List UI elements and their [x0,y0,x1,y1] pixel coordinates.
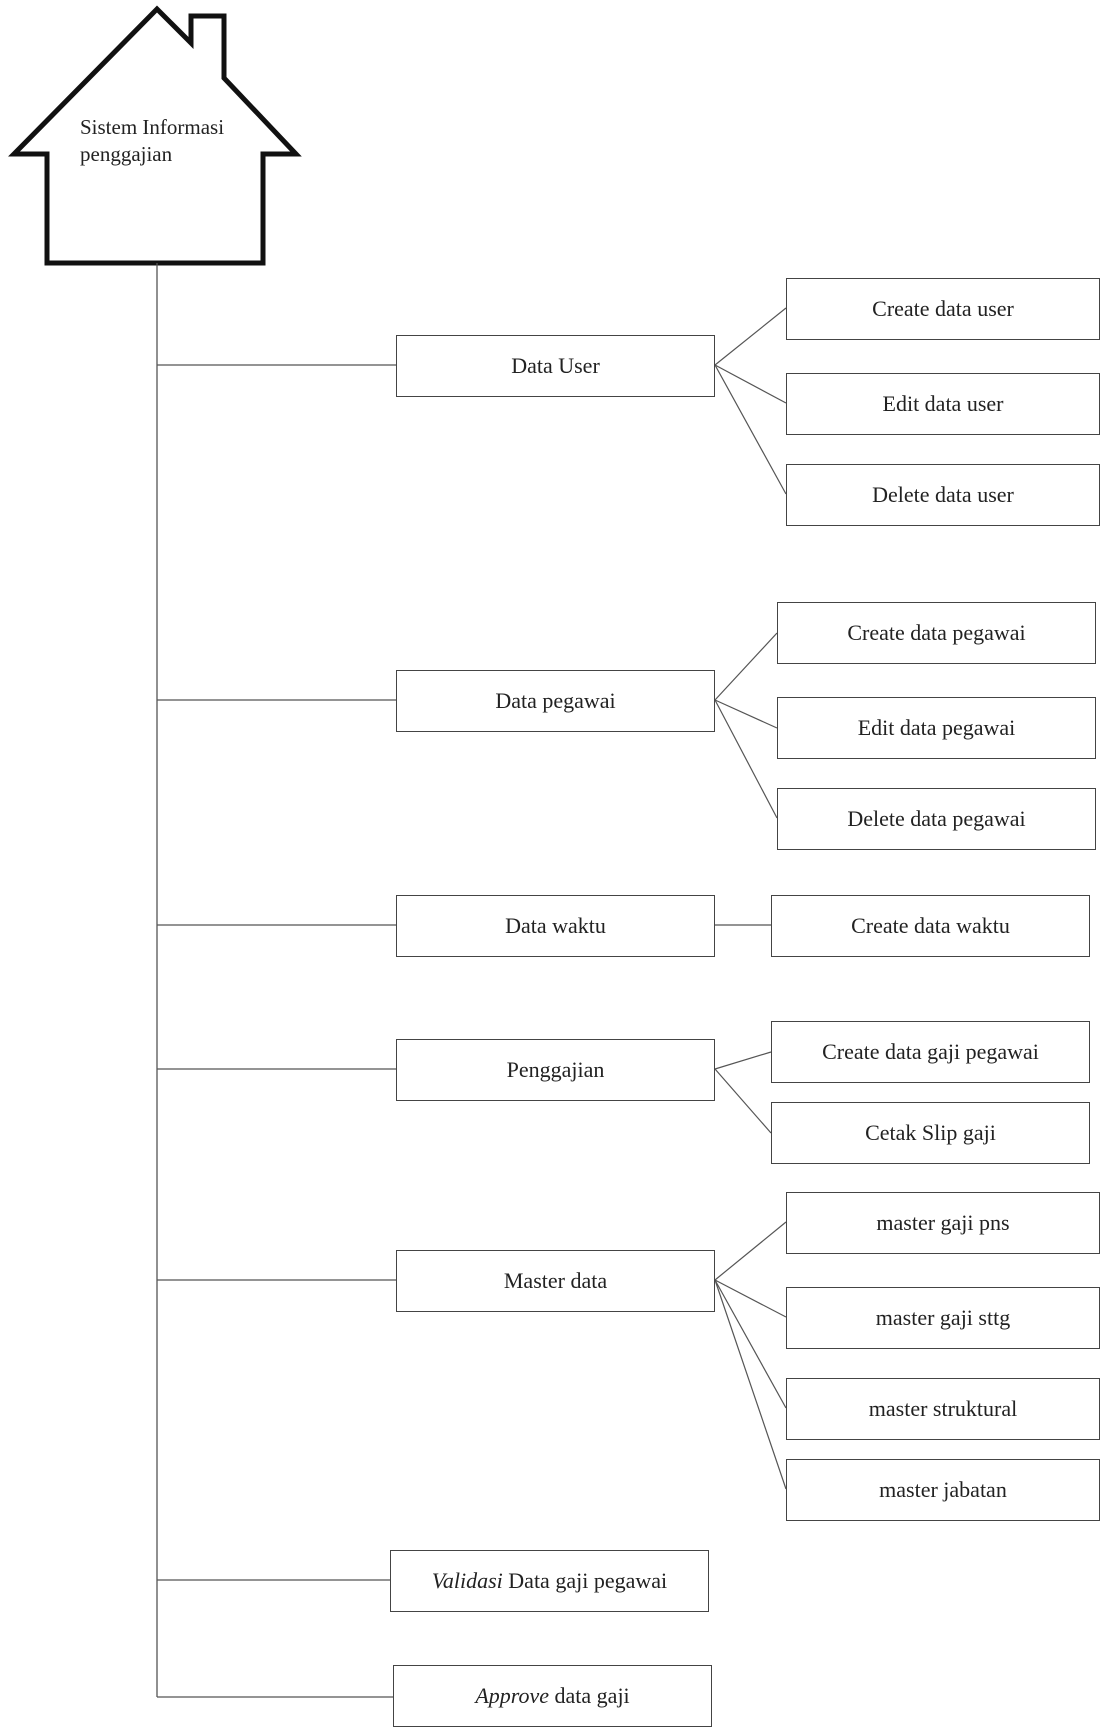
item-create-data-user[interactable]: Create data user [786,278,1100,340]
menu-validasi[interactable]: Validasi Data gaji pegawai [390,1550,709,1612]
branch-lines [157,364,396,1698]
item-master-jabatan[interactable]: master jabatan [786,1459,1100,1521]
menu-data-pegawai[interactable]: Data pegawai [396,670,715,732]
house-outline [8,5,302,266]
menu-validasi-italic: Validasi [431,1568,503,1593]
root-title-line1: Sistem Informasi [80,115,225,139]
menu-data-user[interactable]: Data User [396,335,715,397]
fan-lines [714,307,787,1490]
root-title-line2: penggajian [80,142,173,166]
root-title: Sistem Informasi penggajian [80,114,224,168]
item-create-data-pegawai[interactable]: Create data pegawai [777,602,1096,664]
item-master-gaji-sttg[interactable]: master gaji sttg [786,1287,1100,1349]
menu-approve[interactable]: Approve data gaji [393,1665,712,1727]
menu-master-data[interactable]: Master data [396,1250,715,1312]
menu-approve-italic: Approve [475,1683,550,1708]
menu-data-waktu[interactable]: Data waktu [396,895,715,957]
item-edit-data-user[interactable]: Edit data user [786,373,1100,435]
item-cetak-slip-gaji[interactable]: Cetak Slip gaji [771,1102,1090,1164]
menu-approve-rest: data gaji [549,1683,630,1708]
item-delete-data-user[interactable]: Delete data user [786,464,1100,526]
item-master-struktural[interactable]: master struktural [786,1378,1100,1440]
menu-validasi-rest: Data gaji pegawai [502,1568,668,1593]
item-create-data-gaji-pegawai[interactable]: Create data gaji pegawai [771,1021,1090,1083]
menu-penggajian[interactable]: Penggajian [396,1039,715,1101]
item-master-gaji-pns[interactable]: master gaji pns [786,1192,1100,1254]
item-delete-data-pegawai[interactable]: Delete data pegawai [777,788,1096,850]
item-create-data-waktu[interactable]: Create data waktu [771,895,1090,957]
item-edit-data-pegawai[interactable]: Edit data pegawai [777,697,1096,759]
